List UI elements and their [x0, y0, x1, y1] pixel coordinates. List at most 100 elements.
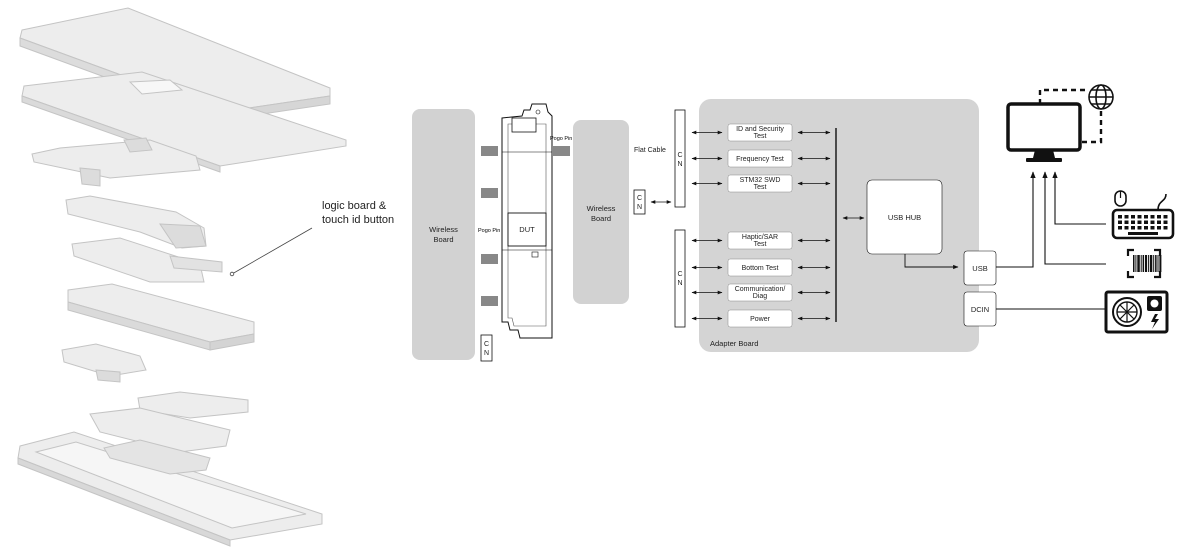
battery-layer — [67, 283, 255, 351]
lower-bracket-layer — [89, 391, 249, 453]
cn-lower-n: N — [677, 280, 682, 287]
scanner-to-monitor-line — [1042, 171, 1106, 265]
keyboard-key — [1150, 226, 1155, 230]
pogo-pin-top-label: Pogo Pin — [550, 136, 572, 142]
keyboard-key — [1118, 220, 1122, 224]
barcode-bar — [1149, 255, 1153, 272]
test-box — [727, 283, 793, 302]
cn-upper-c: C — [677, 152, 682, 159]
cn-upper-n: N — [677, 161, 682, 168]
test-module: Frequency Test — [691, 149, 831, 168]
right-wireless-board — [573, 120, 629, 304]
monitor-icon — [1006, 102, 1082, 162]
test-label-line1: Communication/ — [735, 286, 786, 293]
test-label-line1: STM32 SWD — [740, 177, 781, 184]
back-housing-layer — [17, 431, 323, 547]
keyboard-key — [1157, 215, 1161, 219]
cn-lower-c: C — [677, 271, 682, 278]
keyboard-key — [1137, 220, 1142, 224]
dut-top-chip — [511, 117, 537, 133]
dut-mount-hole — [535, 109, 541, 115]
keyboard-key — [1131, 226, 1135, 230]
usb-to-monitor-line — [996, 171, 1036, 268]
keyboard-spacebar — [1128, 232, 1158, 235]
right-wireless-board-line2: Board — [591, 214, 611, 223]
keyboard-key — [1118, 226, 1122, 230]
barcode-bar — [1147, 255, 1149, 272]
keyboard-key — [1137, 226, 1142, 230]
callout-leader-line — [231, 227, 313, 275]
test-module: Bottom Test — [691, 258, 831, 277]
barcode-bar — [1157, 255, 1159, 272]
dut-inner-outline — [507, 123, 547, 327]
exploded-phone-view — [17, 7, 347, 547]
test-box — [727, 174, 793, 193]
keyboard-key — [1124, 215, 1129, 219]
cn-upper-bar — [674, 109, 686, 208]
test-module: Communication/Diag — [691, 283, 831, 302]
keyboard-key — [1163, 226, 1168, 230]
barcode-bar — [1145, 255, 1147, 272]
keyboard-key — [1157, 226, 1161, 230]
usb-hub-label: USB HUB — [888, 213, 921, 222]
test-box — [727, 123, 793, 142]
test-box — [727, 309, 793, 328]
small-module-layer — [61, 343, 147, 383]
keyboard-key — [1131, 220, 1135, 224]
keyboard-key — [1157, 220, 1161, 224]
flat-cable-label: Flat Cable — [634, 147, 666, 154]
test-label: Frequency Test — [736, 156, 784, 163]
test-label-line2: Test — [754, 184, 767, 191]
barcode-bar — [1140, 255, 1142, 272]
cn-lower-bar — [674, 229, 686, 328]
test-label: Power — [750, 316, 771, 323]
cn-bottom-left — [480, 334, 493, 362]
power-supply-icon — [1104, 290, 1169, 334]
keyboard-key — [1144, 226, 1148, 230]
network-dashed-line-right — [1082, 111, 1103, 144]
pogo-pin-hatches — [481, 146, 570, 306]
keyboard-key — [1118, 215, 1122, 219]
barcode-bar — [1135, 255, 1137, 272]
test-label-line2: Test — [754, 133, 767, 140]
barcode-scanner-icon — [1126, 248, 1162, 279]
keyboard-to-monitor-line — [1052, 171, 1106, 225]
dut-chip — [507, 212, 547, 247]
test-label-line1: ID and Security — [736, 126, 784, 133]
left-wireless-board — [412, 109, 475, 360]
bracket-layer — [31, 137, 201, 187]
left-wireless-board-line2: Board — [433, 235, 453, 244]
usb-hub — [866, 179, 943, 255]
cn-small — [633, 189, 646, 215]
network-dashed-line-top — [1038, 88, 1087, 104]
usb-port-label: USB — [972, 264, 987, 273]
cn-bottom-left-c: C — [484, 341, 489, 348]
cn-bottom-left-n: N — [484, 350, 489, 357]
cn-small-n: N — [637, 204, 642, 211]
barcode-bar — [1142, 255, 1145, 272]
callout-text-line2: touch id button — [322, 214, 394, 226]
test-label-line1: Haptic/SAR — [742, 234, 778, 241]
cn-small-c: C — [637, 195, 642, 202]
callout-dot — [229, 271, 235, 277]
keyboard-key — [1131, 215, 1135, 219]
usb-port — [963, 250, 997, 286]
test-module: Power — [691, 309, 831, 328]
test-label-line2: Diag — [753, 293, 768, 300]
test-box — [727, 258, 793, 277]
keyboard-key — [1137, 215, 1142, 219]
hub-to-usb-line — [904, 254, 959, 270]
mouse-icon — [1114, 190, 1127, 207]
barcode-bar — [1159, 255, 1162, 272]
test-label: Bottom Test — [742, 265, 779, 272]
dut-label: DUT — [519, 225, 535, 234]
keyboard-key — [1144, 220, 1148, 224]
keyboard-key — [1163, 215, 1168, 219]
dcin-port-label: DCIN — [971, 305, 989, 314]
right-wireless-board-line1: Wireless — [587, 204, 616, 213]
keyboard-key — [1124, 220, 1129, 224]
